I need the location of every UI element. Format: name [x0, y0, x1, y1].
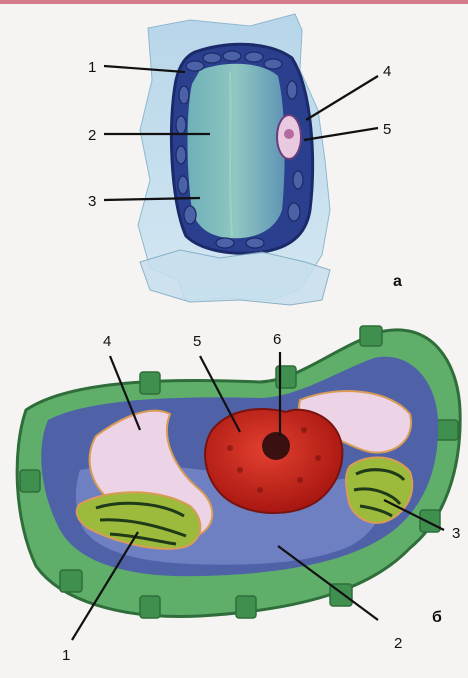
panel-a-label-5: 5: [383, 121, 391, 138]
panel-a-label-4: 4: [383, 63, 391, 80]
panel-b-label-5: 5: [193, 333, 201, 350]
panel-a-leader-4: [306, 76, 378, 120]
panel-b-cell: [17, 326, 460, 618]
panel-b-label-1: 1: [62, 647, 70, 664]
panel-a-label-1: 1: [88, 59, 96, 76]
panel-a-letter: a: [393, 273, 402, 290]
panel-a-vacuole: [188, 64, 285, 239]
panel-a-nucleolus: [284, 129, 294, 139]
panel-b-label-2: 2: [394, 635, 402, 652]
panel-b-label-3: 3: [452, 525, 460, 542]
panel-a-cell: [138, 14, 330, 305]
panel-b-letter: б: [432, 609, 442, 626]
panel-b-nucleolus: [262, 432, 290, 460]
panel-a-label-2: 2: [88, 127, 96, 144]
panel-b-nucleus: [205, 409, 342, 513]
panel-b-label-4: 4: [103, 333, 111, 350]
panel-b-label-6: 6: [273, 331, 281, 348]
top-rule: [0, 0, 468, 4]
panel-a-label-3: 3: [88, 193, 96, 210]
